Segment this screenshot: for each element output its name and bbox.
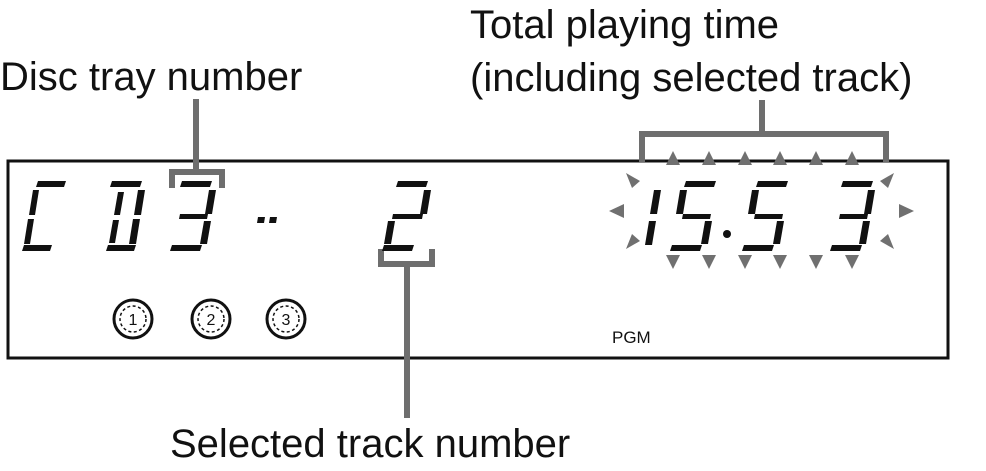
blink-arrow-down [845,255,859,269]
blink-arrow-down [773,255,787,269]
disc-indicator-label: 2 [207,312,216,329]
disc-indicator-3: 3 [265,298,307,340]
blink-arrow-diagonal [626,173,640,188]
blink-arrow-up [702,151,716,165]
blink-indicators [609,151,914,269]
segment-char-time-1 [645,190,661,245]
segment-char-d [106,181,145,251]
segment-char-tray-3 [170,181,216,251]
segment-char-track [382,181,431,251]
segment-char-time-5 [670,181,716,251]
selected-track-pointer [378,249,435,418]
blink-arrow-up [809,151,823,165]
blink-arrow-down [738,255,752,269]
disc-tray-pointer [169,99,225,188]
blink-arrow-down [666,255,680,269]
disc-tray-number-label: Disc tray number [0,55,303,99]
total-time-pointer [639,100,889,162]
blink-arrow-diagonal [880,234,894,249]
disc-indicator-label: 3 [282,312,291,329]
segment-char-time-3 [830,181,875,251]
time-colon [723,230,731,238]
disc-indicator-2: 2 [190,298,232,340]
segment-char-c [22,181,66,251]
disc-indicator-label: 1 [129,312,138,329]
segment-separator [257,217,277,223]
blink-arrow-up [845,151,859,165]
total-playing-time-label: Total playing time [470,3,780,47]
total-playing-time-sublabel: (including selected track) [470,56,913,100]
blink-arrow-left [609,204,624,218]
blink-arrow-right [899,204,914,218]
disc-indicator-1: 1 [112,298,154,340]
blink-arrow-diagonal [880,173,894,188]
blink-arrow-down [809,255,823,269]
blink-arrow-up [738,151,752,165]
segment-readout [22,181,875,251]
pgm-indicator: PGM [612,328,651,347]
segment-char-time-5b [742,181,788,251]
blink-arrow-up [773,151,787,165]
blink-arrow-down [702,255,716,269]
blink-arrow-up [666,151,680,165]
blink-arrow-diagonal [626,234,640,249]
display-panel [6,159,950,360]
selected-track-number-label: Selected track number [170,422,571,466]
